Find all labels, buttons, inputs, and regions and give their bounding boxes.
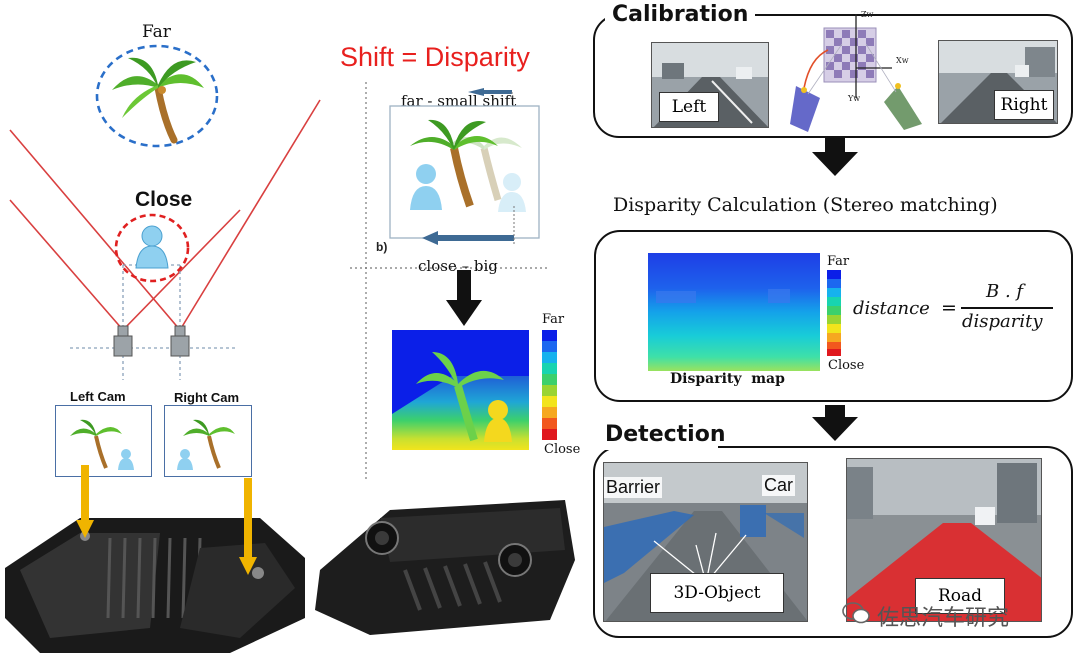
stereo-camera-module-image: [315, 500, 575, 635]
disparity-legend-far: Far: [827, 254, 850, 269]
left-cam-label: Left Cam: [70, 389, 126, 404]
close-person-icon: [114, 213, 190, 283]
close-label: Close: [135, 188, 193, 211]
yellow-arrows: [76, 465, 257, 575]
disparity-map-caption: Disparity map: [670, 371, 785, 387]
left-cam-palm-icon: [70, 419, 134, 470]
stereo-ray-lines: [9, 99, 321, 380]
car-label: Car: [762, 475, 796, 496]
wechat-icon: [842, 602, 870, 624]
shift-disparity-title: Shift = Disparity: [340, 42, 530, 72]
calibration-right-label: Right: [994, 90, 1054, 120]
detection-title-bg: [600, 424, 718, 450]
axis-yw-label: Yw: [848, 94, 861, 103]
disparity-concept-section: Shift = Disparity far - small shift b) c…: [315, 0, 590, 665]
calibration-left-label: Left: [659, 92, 719, 122]
right-cam-palm-icon: [177, 419, 235, 470]
formula-lhs: distance: [853, 298, 930, 319]
road-label: Road: [915, 578, 1005, 614]
disparity-title: Disparity Calculation (Stereo matching): [613, 194, 998, 216]
right-cam-label: Right Cam: [174, 390, 239, 405]
disparity-legend-close: Close: [828, 358, 865, 373]
panel-marker: b): [376, 240, 388, 254]
formula-equals: =: [941, 297, 957, 319]
calibration-geometry-diagram: [790, 14, 922, 132]
dotted-guides: [350, 82, 548, 480]
left-cam-view: [55, 405, 152, 477]
far-label: Far: [142, 22, 171, 42]
shift-illustration: [389, 88, 540, 246]
disparity-map-image: [648, 253, 820, 371]
far-palm-tree-icon: [95, 44, 219, 148]
right-cam-view: [164, 405, 252, 477]
disparity-color-legend: [827, 270, 841, 356]
formula-numerator: B . f: [986, 281, 1024, 302]
calibration-title-bg: [605, 2, 755, 28]
formula-denominator: disparity: [962, 311, 1043, 332]
watermark-text: 佐思汽车研究: [877, 606, 1010, 631]
calibration-title: Calibration: [612, 2, 749, 27]
axis-zw-label: Zw: [861, 10, 874, 19]
depth-map-image: [392, 330, 529, 450]
depth-color-legend: [542, 330, 557, 440]
stereo-geometry-section: Far Close Left Cam Right Cam: [0, 0, 350, 665]
close-shift-label: close – big: [418, 257, 498, 275]
legend-close-label: Close: [544, 442, 581, 457]
barrier-label: Barrier: [604, 477, 663, 498]
stereo-camera-hardware-image: [5, 518, 305, 653]
calibration-down-arrow-icon: [812, 138, 858, 176]
down-arrow-icon: [446, 270, 482, 326]
detection-title: Detection: [605, 422, 726, 447]
axis-xw-label: Xw: [896, 56, 909, 65]
formula-fraction-bar: [961, 307, 1053, 309]
disparity-down-arrow-icon: [812, 405, 858, 441]
legend-far-label: Far: [542, 312, 565, 327]
object-label: 3D-Object: [650, 573, 784, 613]
